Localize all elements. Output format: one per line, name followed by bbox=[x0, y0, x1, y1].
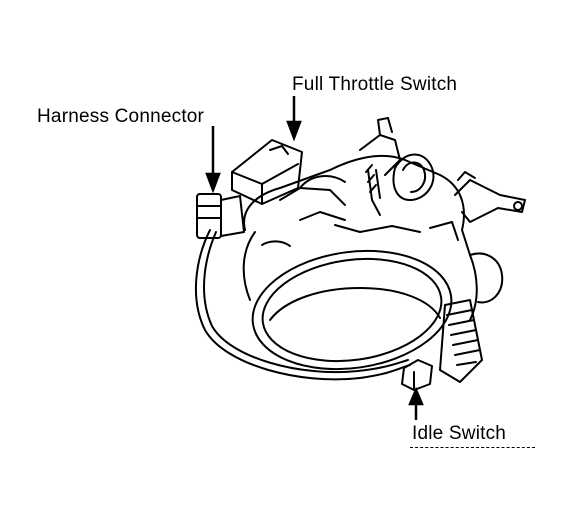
label-full-throttle-switch: Full Throttle Switch bbox=[292, 74, 458, 95]
harness-wire-inner bbox=[203, 231, 409, 374]
side-port bbox=[469, 252, 504, 304]
full-throttle-switch bbox=[231, 139, 303, 205]
throttle-body-housing bbox=[242, 154, 478, 321]
idle-arrowhead bbox=[408, 386, 424, 406]
idle-switch-underline bbox=[410, 447, 535, 448]
throttle-bore bbox=[251, 249, 453, 371]
harness-arrowhead bbox=[205, 172, 221, 194]
label-idle-switch: Idle Switch bbox=[412, 423, 507, 444]
harness-wire bbox=[195, 229, 411, 381]
full-throttle-arrowhead bbox=[286, 120, 302, 142]
throttle-lever-arm bbox=[454, 171, 526, 223]
ribbed-hose bbox=[439, 299, 483, 383]
idle-switch bbox=[401, 359, 433, 391]
label-harness-connector: Harness Connector bbox=[37, 106, 205, 127]
throttle-linkage bbox=[359, 117, 435, 216]
harness-connector bbox=[196, 193, 245, 239]
